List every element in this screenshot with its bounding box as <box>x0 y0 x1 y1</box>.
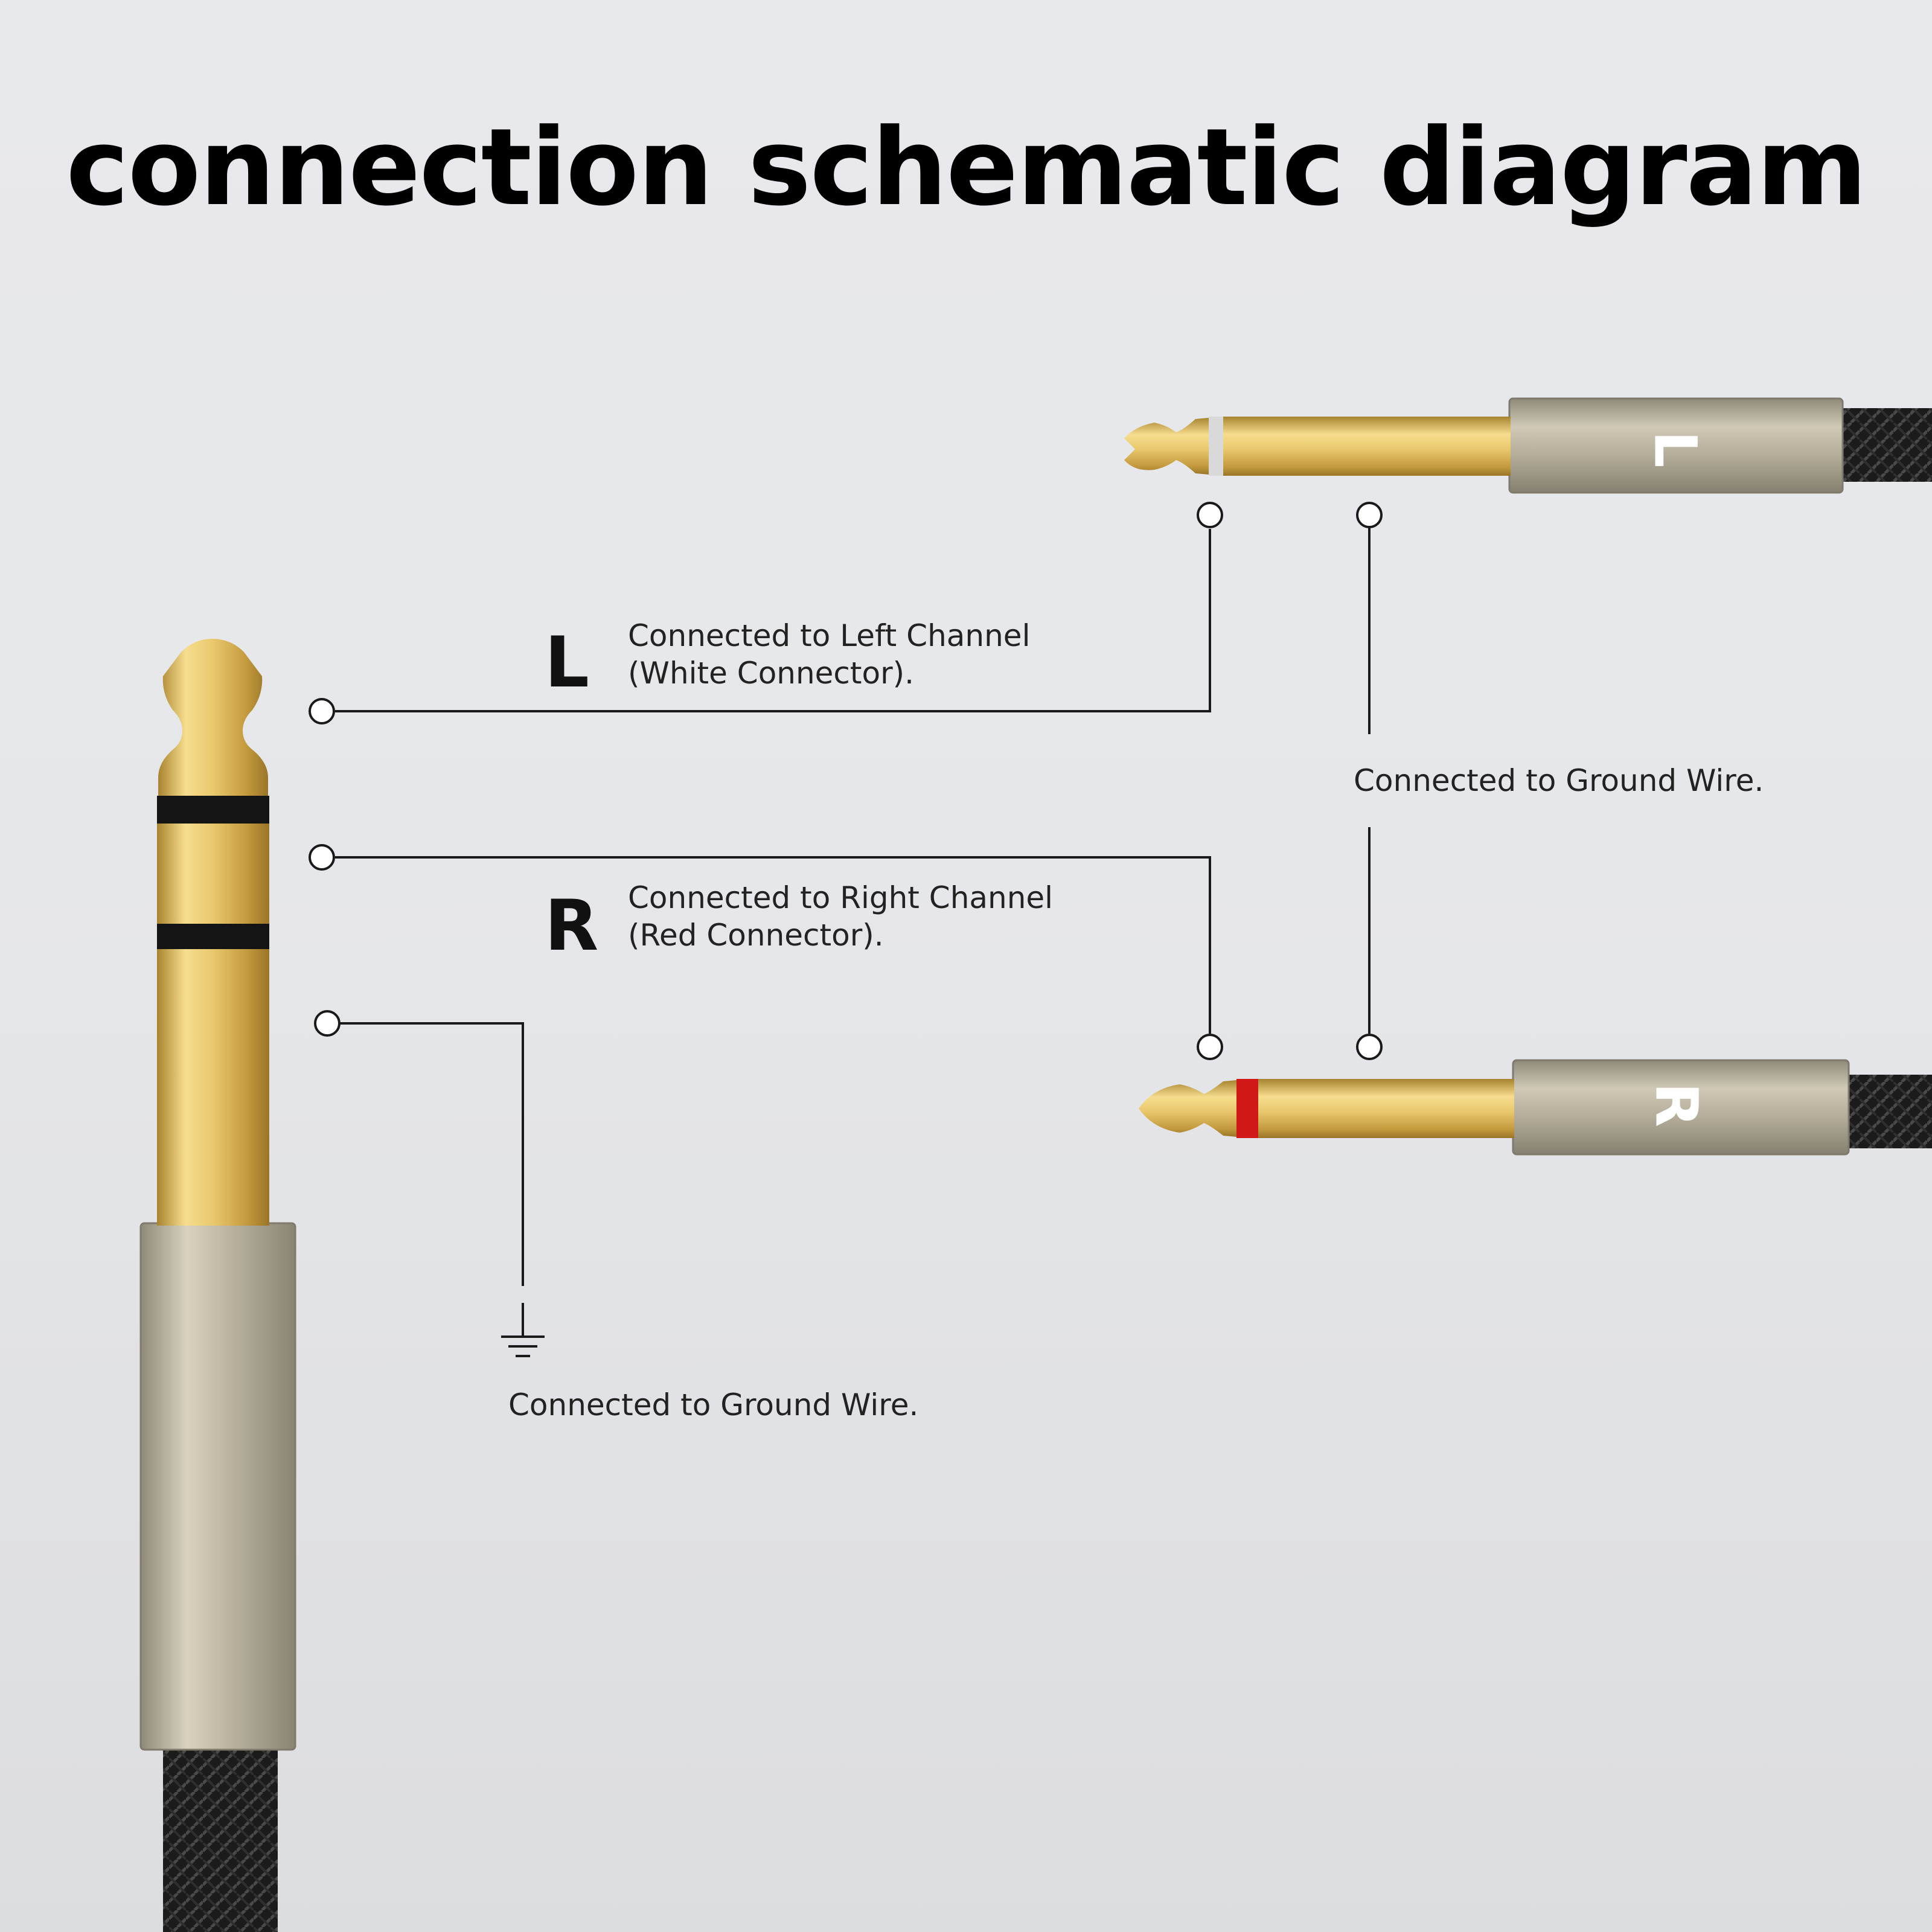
plug-ring-contact <box>157 821 269 924</box>
ground-wire-label-left: Connected to Ground Wire. <box>508 1387 919 1422</box>
plug-label-l: L <box>1642 430 1709 467</box>
left-channel-description: Connected to Left Channel (White Connect… <box>628 617 1030 692</box>
page-title: connection schematic diagram <box>66 106 1867 229</box>
right-channel-line1: Connected to Right Channel <box>628 880 1054 915</box>
l-plug-ground-terminal <box>1356 502 1383 528</box>
plug-tip-contact <box>1124 418 1209 475</box>
sleeve-terminal <box>314 1010 341 1037</box>
left-channel-line2: (White Connector). <box>628 656 915 691</box>
l-plug-tip-terminal <box>1197 502 1223 528</box>
insulator-ring <box>157 923 269 949</box>
braided-cable <box>163 1739 278 1932</box>
ring-terminal <box>309 844 335 871</box>
plug-shaft <box>1238 1079 1514 1138</box>
plug-shaft <box>1238 417 1511 476</box>
r-plug-ground-terminal <box>1356 1034 1383 1060</box>
ground-symbol-icon <box>501 1303 545 1357</box>
insulator-ring <box>157 796 269 824</box>
right-channel-line2: (Red Connector). <box>628 918 884 953</box>
braided-cable <box>1841 1075 1932 1148</box>
white-indicator-ring <box>1209 417 1223 476</box>
plug-sleeve-contact <box>157 924 269 1226</box>
ts-plug-right-channel <box>1139 1059 1932 1156</box>
right-channel-wire <box>335 856 1211 1034</box>
plug-label-r: R <box>1643 1083 1710 1127</box>
right-channel-description: Connected to Right Channel (Red Connecto… <box>628 879 1053 954</box>
left-channel-letter: L <box>545 622 589 703</box>
tip-terminal <box>309 698 335 724</box>
r-plug-tip-terminal <box>1197 1034 1223 1060</box>
red-indicator-ring <box>1236 1079 1258 1138</box>
plug-sleeve-housing <box>139 1222 296 1751</box>
trs-plug-left <box>139 639 296 1932</box>
left-channel-wire <box>335 529 1211 712</box>
ts-plug-left-channel <box>1124 397 1932 494</box>
left-channel-line1: Connected to Left Channel <box>628 618 1031 653</box>
right-channel-letter: R <box>545 885 599 967</box>
braided-cable <box>1835 408 1932 482</box>
ground-wire-label-right: Connected to Ground Wire. <box>1354 763 1764 798</box>
sleeve-ground-wire <box>339 1022 524 1286</box>
plug-tip-contact <box>1139 1080 1236 1137</box>
plug-tip-contact <box>158 639 268 796</box>
